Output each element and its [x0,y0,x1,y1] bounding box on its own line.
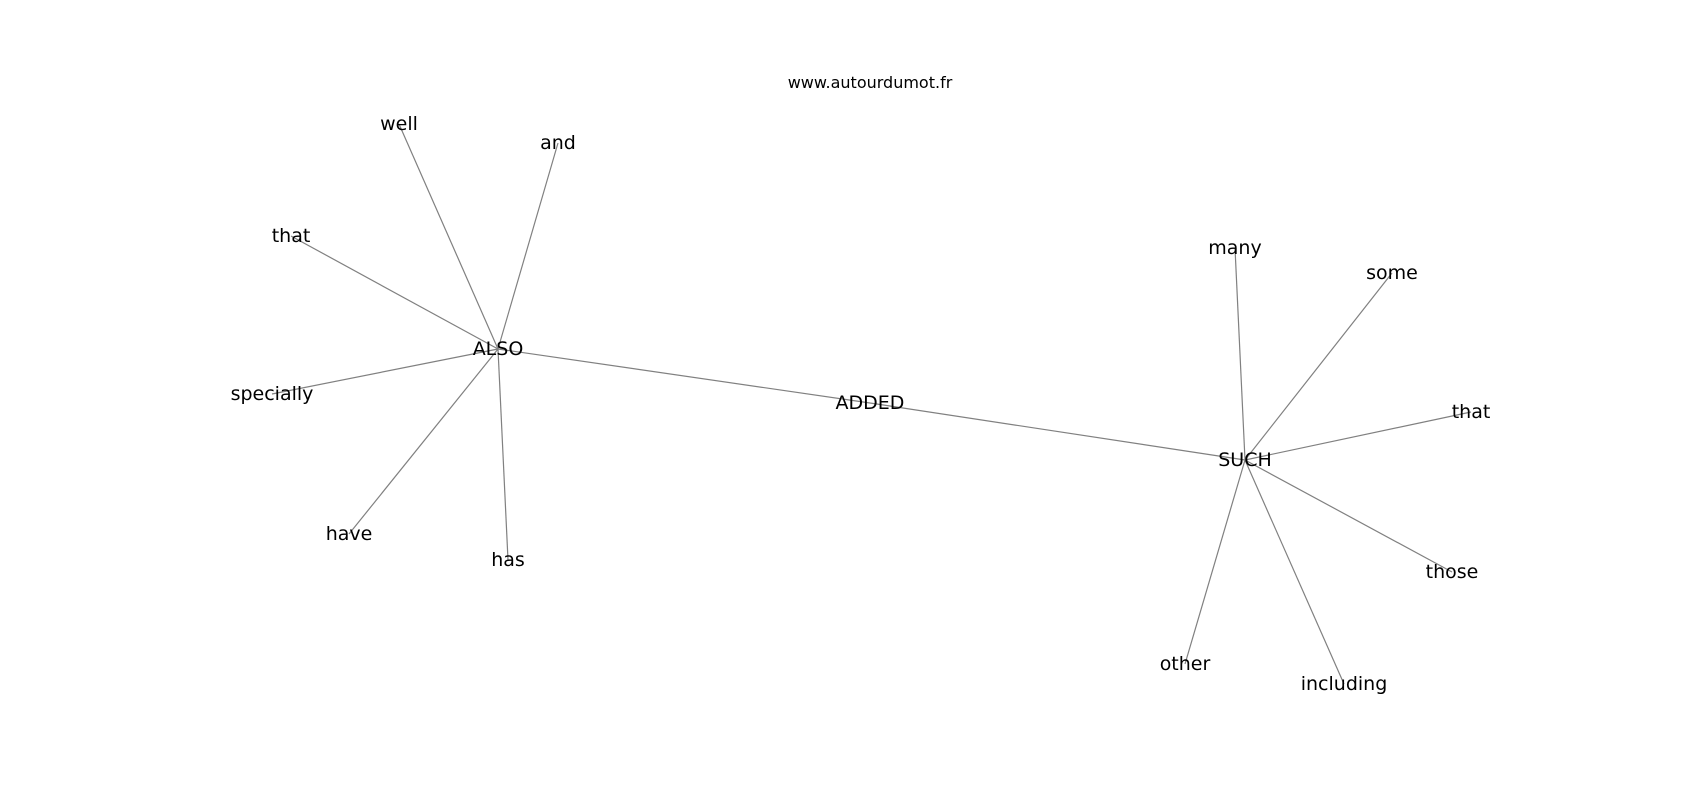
node-well[interactable]: well [380,113,418,135]
edge-layer [271,123,1472,685]
edge-also-has [497,348,509,561]
node-such[interactable]: SUCH [1218,449,1272,471]
node-has[interactable]: has [491,549,525,571]
node-added[interactable]: ADDED [836,392,905,414]
node-including[interactable]: including [1301,673,1388,695]
edge-also-have [348,348,499,535]
node-that-such[interactable]: that [1452,401,1491,423]
site-watermark: www.autourdumot.fr [788,73,953,92]
node-many[interactable]: many [1208,237,1261,259]
edge-also-well [398,123,499,350]
node-and[interactable]: and [540,132,576,154]
edge-such-many [1234,247,1246,461]
edge-also-and [497,142,559,350]
node-also[interactable]: ALSO [473,338,524,360]
edge-such-other [1184,459,1246,665]
node-have[interactable]: have [326,523,373,545]
edge-such-that-such [1244,411,1472,461]
node-specially[interactable]: specially [231,383,314,405]
edge-added-such [869,402,1246,461]
edge-added-also [497,348,871,404]
node-layer: ADDED ALSO SUCH well and that specially have has… [231,113,1491,695]
edge-also-specially [271,348,499,395]
edge-such-those [1244,459,1453,573]
node-that-also[interactable]: that [272,225,311,247]
edge-such-including [1244,459,1345,685]
edge-such-some [1244,272,1393,461]
node-other[interactable]: other [1160,653,1211,675]
node-those[interactable]: those [1426,561,1479,583]
node-some[interactable]: some [1366,262,1418,284]
edge-also-that-also [290,235,499,350]
